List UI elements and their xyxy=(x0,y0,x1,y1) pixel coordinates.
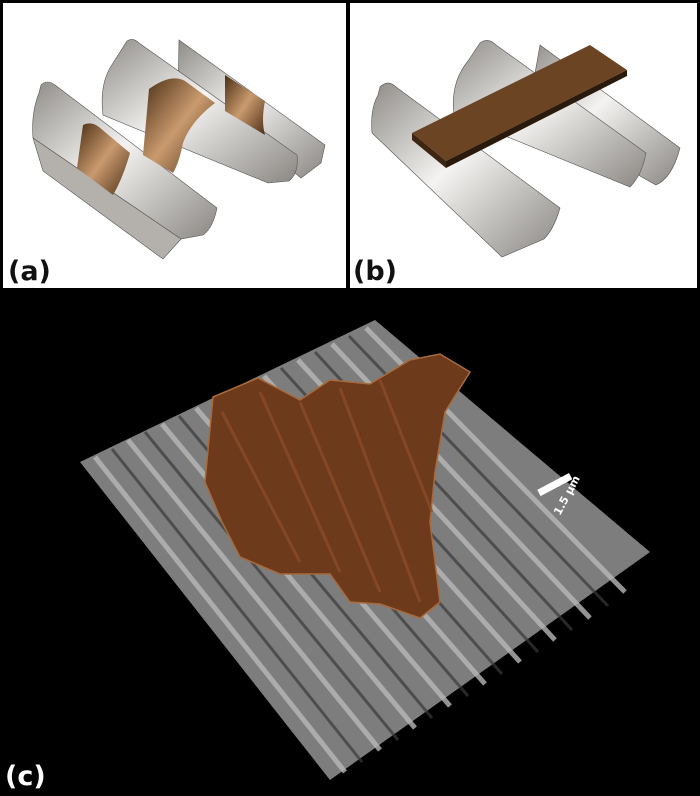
micrograph-corrugated-surface-with-film: 1.5 µm xyxy=(80,320,650,780)
panel-label-b: (b) xyxy=(353,256,398,287)
panel-label-c: (c) xyxy=(5,761,46,792)
panel-a: (a) xyxy=(3,3,346,288)
panel-c: 1.5 µm (c) xyxy=(0,292,700,796)
panel-b: (b) xyxy=(350,3,697,288)
corrugated-surface-with-conformal-film-illustration xyxy=(32,39,326,260)
scale-bar xyxy=(537,473,573,497)
corrugated-surface-with-flat-plate-illustration xyxy=(371,40,681,258)
panel-label-a: (a) xyxy=(8,256,51,287)
